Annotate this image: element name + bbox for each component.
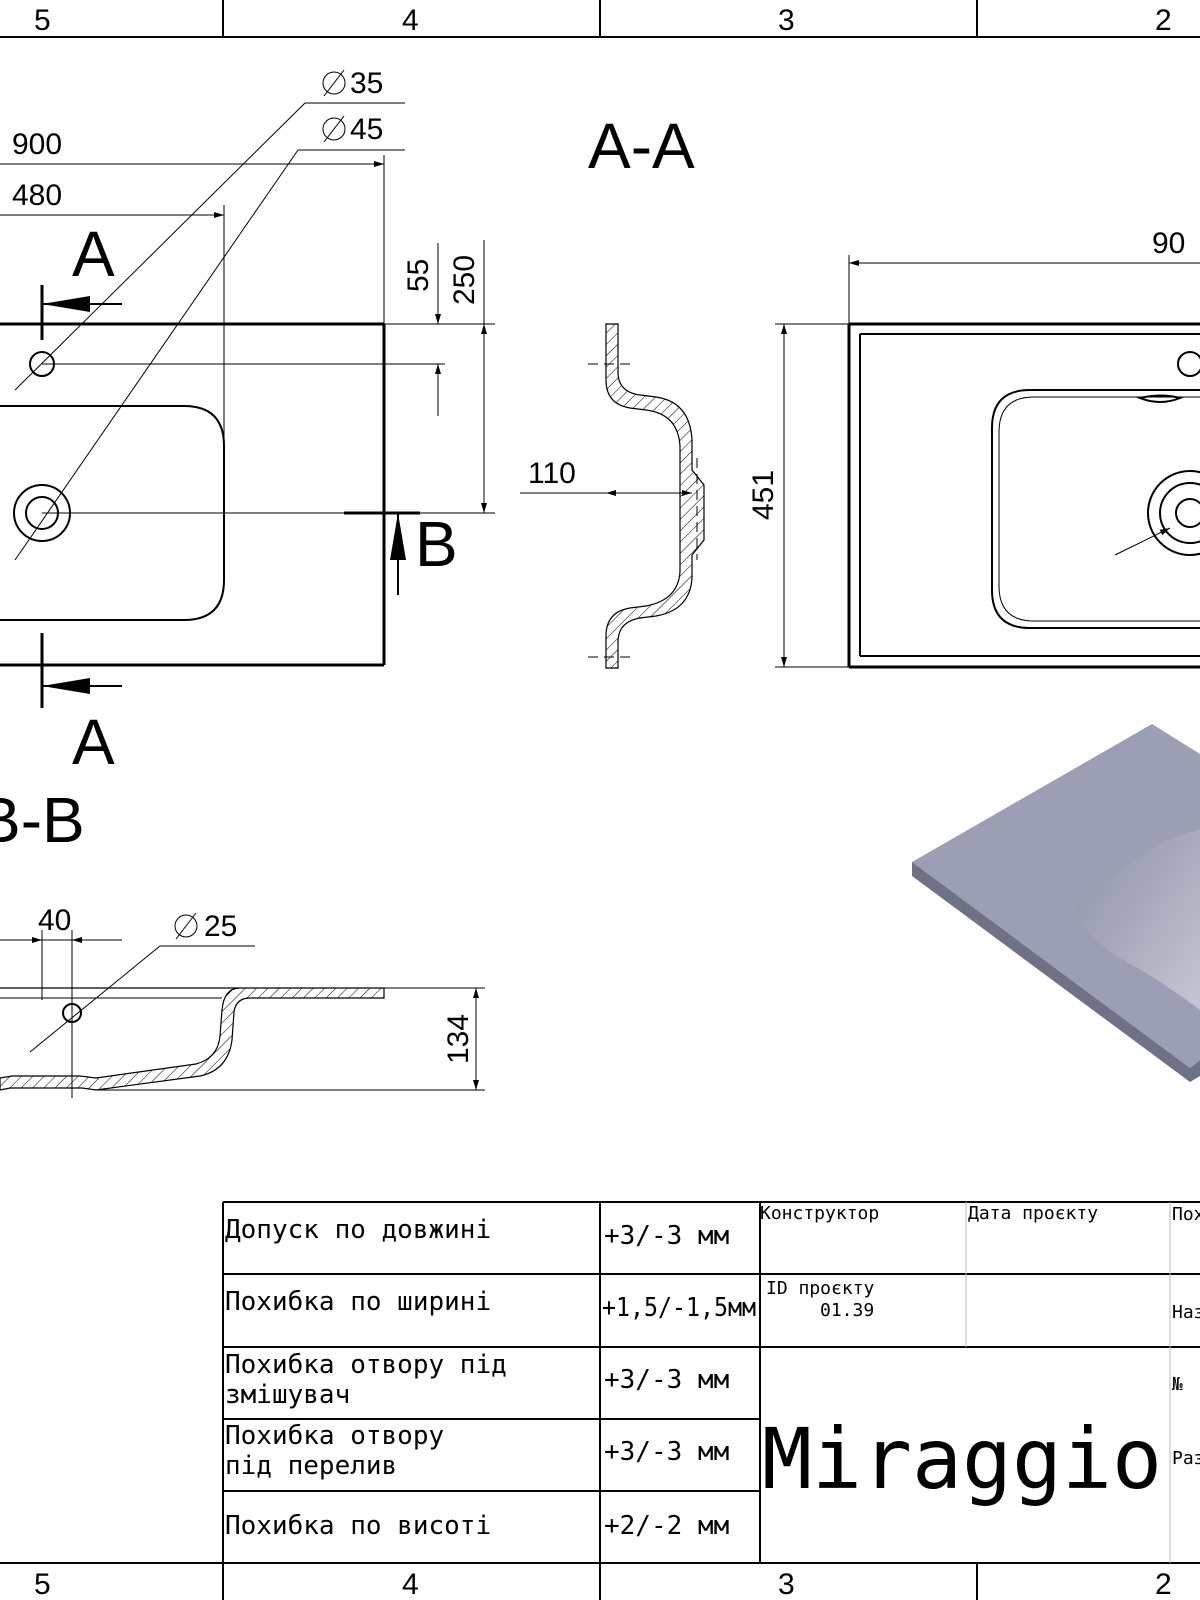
tolerance-label: Допуск по довжині (225, 1215, 491, 1245)
section-mark-b: B (415, 508, 458, 580)
title-block (222, 1201, 1200, 1563)
tolerance-label-cont: під перелив (225, 1451, 397, 1481)
section-b-b-title: B-B (0, 784, 85, 856)
dim-width-900: 900 (12, 128, 62, 161)
section-b-b: B-B 40 25 134 (0, 784, 485, 1098)
dim-diameter-35: 35 (350, 67, 383, 100)
dim-40: 40 (38, 904, 71, 937)
right-view: 90 451 (747, 227, 1200, 669)
dim-depth-110: 110 (528, 457, 576, 490)
tolerance-value: +2/-2 мм (604, 1511, 729, 1541)
edge-label: Наз (1172, 1302, 1200, 1323)
tolerance-value: +1,5/-1,5мм (602, 1293, 756, 1323)
tolerance-label-cont: змішувач (225, 1380, 350, 1410)
dim-90: 90 (1152, 227, 1185, 260)
tolerance-label: Похибка по ширині (225, 1287, 491, 1317)
dim-250: 250 (448, 255, 481, 305)
zone-label-top: 2 (1155, 4, 1172, 37)
edge-label: № (1172, 1374, 1183, 1395)
zone-label-bottom: 4 (402, 1568, 419, 1600)
dim-height-451: 451 (747, 470, 780, 520)
tolerance-label: Похибка отвору (225, 1421, 444, 1451)
dim-480: 480 (12, 179, 62, 212)
zone-label-bottom: 5 (34, 1568, 51, 1600)
designer-label: Конструктор (760, 1203, 879, 1224)
tolerance-value: +3/-3 мм (604, 1437, 729, 1467)
zone-label-bottom: 2 (1155, 1568, 1172, 1600)
zone-label-top: 4 (402, 4, 419, 37)
dim-diameter-25: 25 (204, 910, 237, 943)
tolerance-value: +3/-3 мм (604, 1221, 729, 1251)
top-view: 900 480 55 250 35 45 A A (0, 67, 495, 778)
project-id-value: 01.39 (820, 1300, 874, 1321)
brand-logo: Miraggio (762, 1410, 1162, 1508)
zone-label-top: 3 (778, 4, 795, 37)
section-a-a-title: A-A (588, 110, 695, 182)
section-mark-a-bottom: A (72, 706, 115, 778)
tolerance-value: +3/-3 мм (604, 1365, 729, 1395)
section-a-a-profile: A-A 110 (520, 110, 705, 669)
section-mark-a-top: A (72, 218, 115, 290)
edge-label: Пох (1172, 1204, 1200, 1225)
zone-label-bottom: 3 (778, 1568, 795, 1600)
product-render (912, 724, 1200, 1082)
project-date-label: Дата проєкту (968, 1203, 1098, 1224)
tolerance-label: Похибка отвору під (225, 1350, 507, 1380)
tolerance-label: Похибка по висоті (225, 1511, 491, 1541)
zone-label-top: 5 (34, 4, 51, 37)
dim-height-134: 134 (442, 1014, 475, 1064)
dim-55: 55 (402, 259, 435, 292)
dim-diameter-45: 45 (350, 113, 383, 146)
edge-label: Раз (1172, 1448, 1200, 1469)
project-id-label: ID проєкту (766, 1278, 875, 1299)
